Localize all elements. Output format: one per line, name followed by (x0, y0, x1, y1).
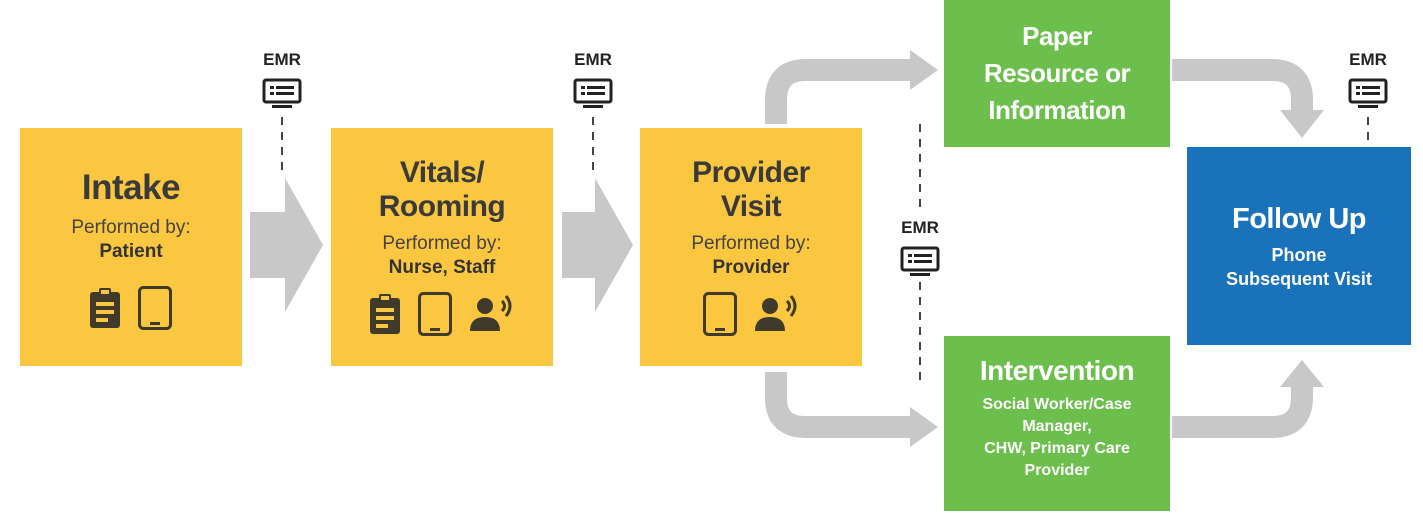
tablet-icon (138, 286, 172, 330)
paper-line3: Information (988, 95, 1126, 125)
performer: Provider (712, 257, 790, 278)
paper-line2: Resource or (983, 58, 1131, 88)
performer: Patient (99, 241, 163, 262)
clipboard-icon (90, 288, 120, 328)
follow-up-box: Follow Up Phone Subsequent Visit (1187, 147, 1411, 345)
followup-title: Follow Up (1231, 203, 1367, 235)
intervention-box: Intervention Social Worker/Case Manager,… (944, 336, 1170, 511)
followup-line2: Subsequent Visit (1226, 269, 1372, 289)
performer: Nurse, Staff (388, 257, 496, 278)
step-provider-visit: Provider Visit Performed by: Provider (640, 128, 862, 366)
step-intake: Intake Performed by: Patient (20, 128, 242, 366)
icon-row (370, 292, 514, 336)
performed-label: Performed by: (382, 233, 502, 254)
monitor-icon (262, 78, 302, 108)
arrow-paper-to-followup (1172, 59, 1313, 112)
emr-label: EMR (263, 50, 301, 69)
followup-line1: Phone (1271, 245, 1327, 265)
emr-marker-3: EMR (895, 218, 945, 278)
performed-label: Performed by: (691, 233, 811, 254)
monitor-icon (900, 246, 940, 276)
emr-marker-4: EMR (1343, 50, 1393, 110)
paper-line1: Paper (1022, 21, 1092, 51)
step-title: Intake (81, 168, 181, 207)
step-title-line2: Visit (720, 190, 782, 223)
step-vitals-rooming: Vitals/ Rooming Performed by: Nurse, Sta… (331, 128, 553, 366)
step-title-line1: Vitals/ (399, 156, 485, 189)
paper-resource-box: Paper Resource or Information (944, 0, 1170, 147)
arrow-intervention-to-followup (1172, 385, 1313, 438)
monitor-icon (1348, 78, 1388, 108)
arrow-provider-to-intervention (765, 372, 912, 438)
intervention-line1: Social Worker/Case (982, 396, 1132, 413)
arrow-vitals-to-provider (562, 178, 633, 312)
step-title-line1: Provider (692, 156, 810, 189)
intervention-line3: CHW, Primary Care (984, 440, 1130, 457)
intervention-line4: Provider (1024, 462, 1090, 479)
emr-marker-2: EMR (568, 50, 618, 110)
performed-label: Performed by: (71, 217, 191, 238)
icon-row (703, 292, 799, 336)
emr-label: EMR (1349, 50, 1387, 69)
emr-marker-1: EMR (257, 50, 307, 110)
speaking-person-icon (755, 295, 797, 331)
arrow-provider-to-paper (765, 59, 912, 124)
intervention-line2: Manager, (1022, 418, 1092, 435)
arrow-intake-to-vitals (250, 178, 323, 312)
icon-row (90, 286, 172, 330)
clipboard-icon (370, 294, 400, 334)
monitor-icon (573, 78, 613, 108)
step-title-line2: Rooming (378, 190, 506, 223)
emr-label: EMR (574, 50, 612, 69)
intervention-title: Intervention (979, 355, 1135, 386)
tablet-icon (703, 292, 737, 336)
emr-label: EMR (901, 218, 939, 237)
speaking-person-icon (470, 295, 512, 331)
tablet-icon (418, 292, 452, 336)
